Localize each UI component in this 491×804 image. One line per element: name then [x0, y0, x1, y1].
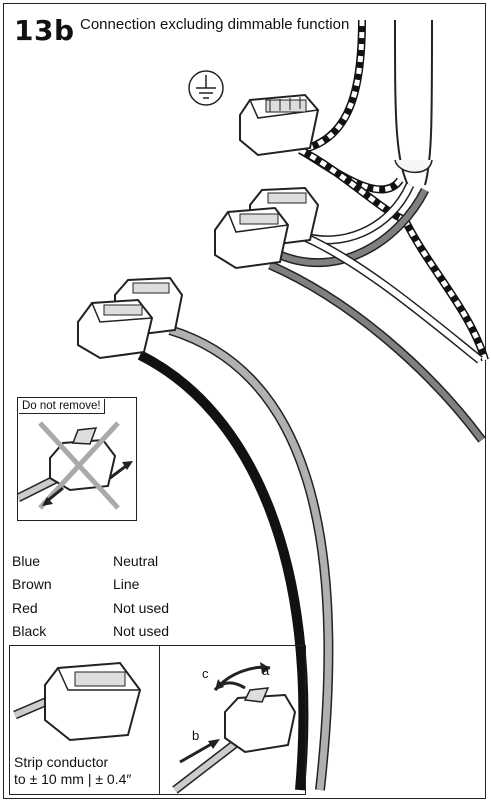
- instruction-frame: [3, 3, 486, 799]
- strip-conductor-panel: Strip conductor to ± 10 mm | ± 0.4″: [9, 645, 160, 795]
- strip-line-1: Strip conductor: [14, 754, 109, 770]
- strip-line-2: to ± 10 mm | ± 0.4″: [14, 771, 132, 787]
- step-title: Connection excluding dimmable function: [80, 16, 350, 33]
- wago-connector-icon: [77, 276, 184, 360]
- step-label-c: c: [202, 666, 209, 681]
- legend-color: Blue: [12, 553, 41, 569]
- strip-instruction: Strip conductor to ± 10 mm | ± 0.4″: [14, 754, 131, 788]
- step-number: 13b: [14, 14, 75, 47]
- step-label-b: b: [192, 728, 200, 743]
- warning-label: Do not remove!: [19, 399, 105, 414]
- cross-out-icon: [15, 421, 133, 510]
- lever-operation-illustration: [172, 662, 297, 794]
- strip-conductor-illustration: [13, 661, 142, 742]
- legend-function: Not used: [113, 599, 170, 616]
- legend-color: Red: [12, 599, 38, 616]
- legend-color: Brown: [12, 576, 52, 593]
- legend-function: Neutral: [113, 553, 159, 569]
- step-label-a: a: [262, 663, 270, 678]
- legend-function: Not used: [113, 622, 170, 639]
- warning-box: Do not remove!: [15, 397, 137, 521]
- wago-connector-icon: [239, 93, 320, 157]
- legend-color: Black: [12, 622, 47, 639]
- earth-ground-icon: [188, 70, 224, 106]
- lever-operation-panel: c a b: [159, 645, 306, 795]
- wago-connector-icon: [214, 186, 320, 270]
- arrow-icon: [208, 739, 220, 749]
- legend-function: Line: [113, 576, 140, 593]
